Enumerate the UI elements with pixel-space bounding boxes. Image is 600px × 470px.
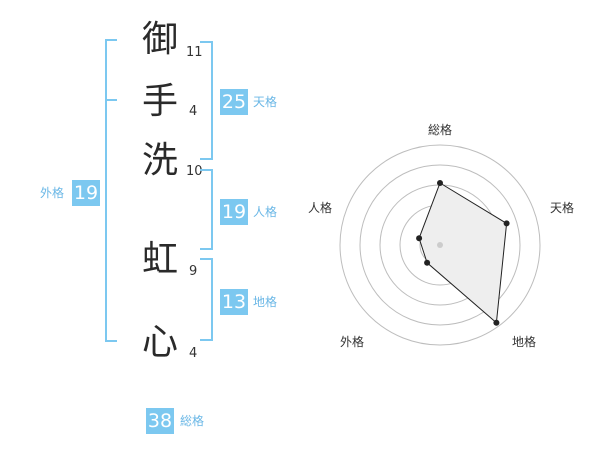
- radar-axis-label-tenkaku: 天格: [550, 200, 574, 215]
- radar-ring: [359, 164, 521, 326]
- radar-point-3: [493, 319, 500, 326]
- name-char-5: 心: [141, 322, 178, 363]
- radar-axis-label-soukaku: 総格: [428, 122, 452, 137]
- radar-point-2: [503, 220, 510, 227]
- name-char-2: 手: [141, 81, 178, 122]
- jinkaku-value: 19: [220, 199, 248, 225]
- name-char-1: 御: [141, 19, 178, 60]
- tenkaku-bracket: [200, 41, 213, 160]
- jinkaku-label: 人格: [253, 205, 278, 219]
- radar-axis-label-gaikaku: 外格: [340, 334, 364, 349]
- radar-chart: 総格 天格 地格 外格 人格: [308, 122, 574, 349]
- stroke-count-4: 9: [189, 264, 198, 279]
- radar-axis-label-chikaku: 地格: [512, 334, 536, 349]
- radar-point-4: [424, 259, 431, 266]
- tenkaku-label: 天格: [253, 95, 278, 109]
- gaikaku-bracket: [105, 39, 117, 342]
- name-char-3: 洗: [141, 140, 178, 181]
- radar-ring: [339, 144, 541, 346]
- stroke-count-2: 4: [189, 104, 198, 119]
- chikaku-bracket: [200, 258, 213, 341]
- chikaku-value: 13: [220, 289, 248, 315]
- stroke-count-5: 4: [189, 346, 198, 361]
- tenkaku-value: 25: [220, 89, 248, 115]
- gaikaku-value: 19: [72, 180, 100, 206]
- jinkaku-bracket: [200, 169, 213, 250]
- gaikaku-label: 外格: [40, 186, 65, 200]
- radar-point-1: [437, 180, 443, 186]
- chikaku-label: 地格: [253, 295, 278, 309]
- radar-series-area: [418, 182, 508, 324]
- stroke-count-3: 10: [186, 164, 203, 179]
- soukaku-label: 総格: [180, 414, 205, 428]
- radar-center-point: [437, 242, 443, 248]
- stroke-count-1: 11: [186, 45, 203, 60]
- radar-point-5: [416, 235, 423, 242]
- soukaku-value: 38: [146, 408, 174, 434]
- name-char-4: 虹: [141, 239, 178, 280]
- radar-axis-label-jinkaku: 人格: [308, 200, 332, 215]
